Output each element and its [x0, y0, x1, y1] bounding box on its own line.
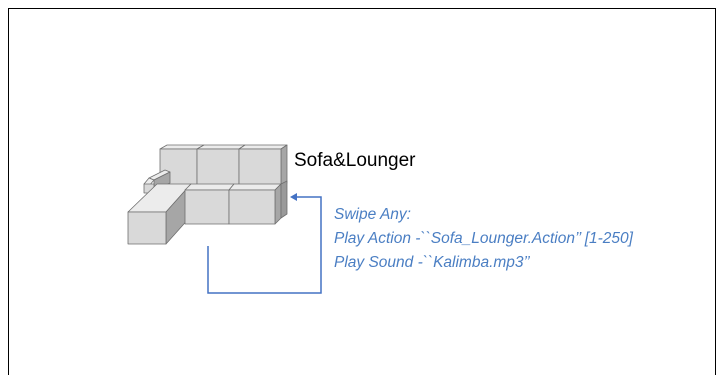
sofa-back-row [159, 144, 288, 188]
action-annotation: Play Action -``Sofa_Lounger.Action’’ [1-… [334, 230, 633, 247]
arrow-head-icon [290, 193, 297, 201]
sofa-lounger [127, 183, 192, 245]
object-label: Sofa&Lounger [294, 150, 416, 171]
sofa-seat-row [184, 180, 288, 225]
trigger-annotation: Swipe Any: [334, 206, 411, 223]
slide-frame [8, 8, 716, 375]
interaction-connector [207, 193, 322, 294]
sound-annotation: Play Sound -``Kalimba.mp3’’ [334, 254, 530, 271]
sofa-lounger-icon [127, 144, 288, 245]
